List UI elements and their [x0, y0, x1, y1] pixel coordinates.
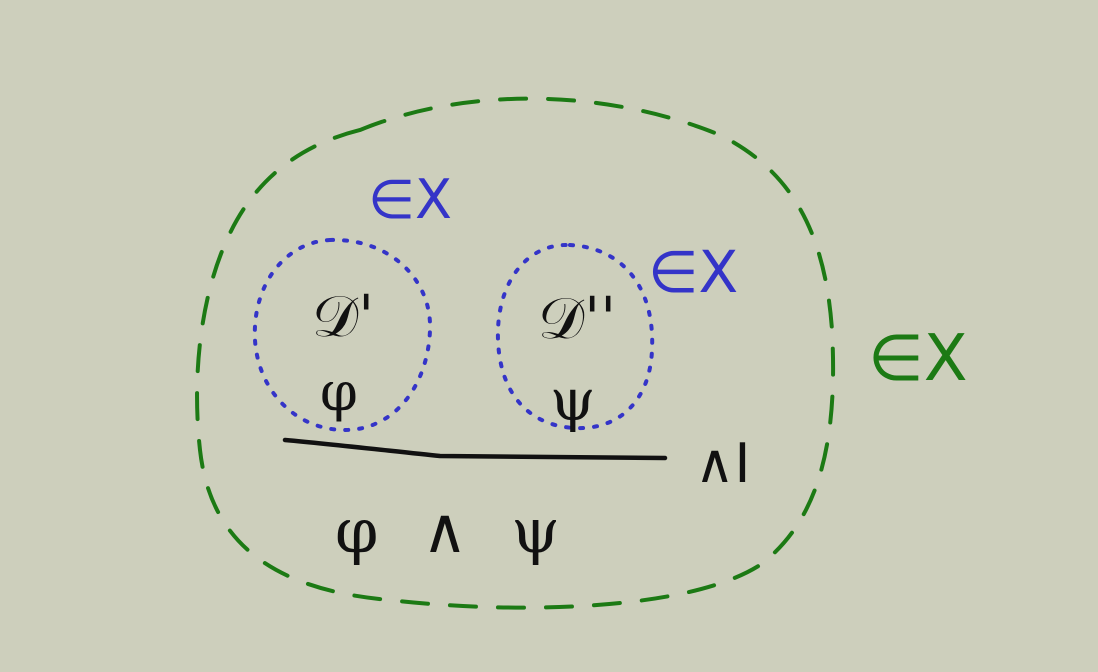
- rule-label: ∧I: [695, 432, 750, 495]
- outer-membership-label: ∈X: [868, 322, 968, 396]
- right-membership-label: ∈X: [648, 238, 738, 306]
- final-conclusion-formula: φ ∧ ψ: [335, 494, 572, 567]
- left-subproof-dotted-region: [252, 237, 433, 433]
- right-conclusion-formula: ψ: [550, 366, 595, 434]
- left-derivation-label: 𝒟': [312, 282, 374, 350]
- inference-line: [282, 437, 668, 461]
- right-subproof-dotted-region: [495, 242, 655, 431]
- outer-dashed-region: [195, 96, 836, 610]
- left-conclusion-formula: φ: [320, 360, 358, 423]
- right-derivation-label: 𝒟'': [538, 284, 616, 352]
- left-membership-label: ∈X: [368, 168, 452, 231]
